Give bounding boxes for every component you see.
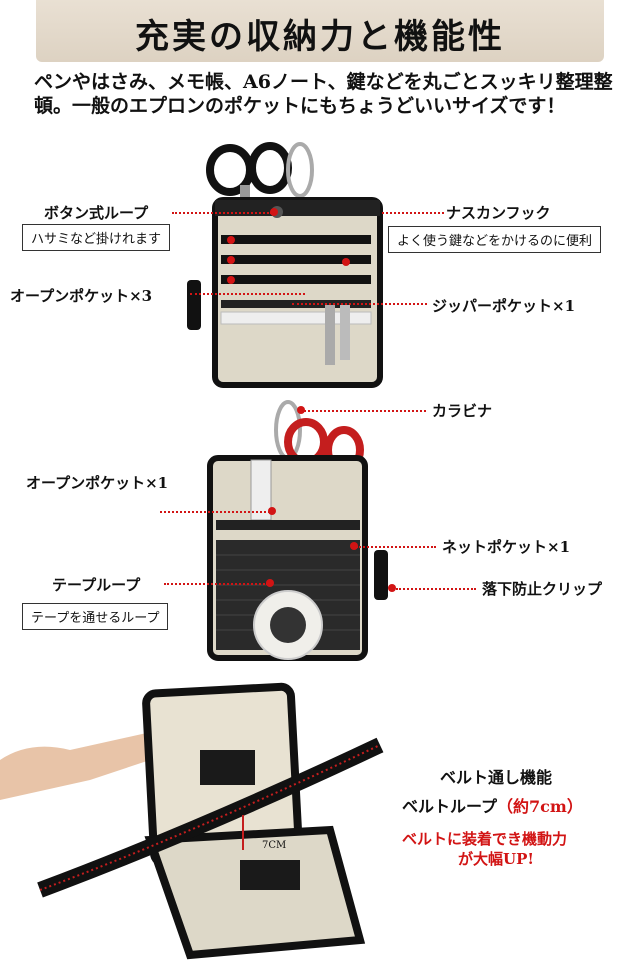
leader-line bbox=[164, 583, 268, 585]
belt-loop-photo bbox=[0, 680, 400, 960]
nascan-hook-desc: よく使う鍵などをかけるのに便利 bbox=[388, 226, 602, 253]
marker-dot bbox=[350, 542, 358, 550]
nascan-hook-label: ナスカンフック bbox=[446, 204, 551, 222]
belt-benefit-line1: ベルトに装着でき機動力 bbox=[402, 830, 568, 848]
drop-clip-label: 落下防止クリップ bbox=[482, 580, 603, 598]
marker-dot bbox=[270, 208, 278, 216]
net-pocket-label: ネットポケット×1 bbox=[442, 538, 571, 556]
leader-line bbox=[172, 212, 272, 214]
button-loop-label: ボタン式ループ bbox=[44, 204, 149, 222]
page-title: 充実の収納力と機能性 bbox=[135, 17, 505, 57]
carabiner-label: カラビナ bbox=[432, 402, 493, 420]
marker-dot bbox=[297, 406, 305, 414]
leader-line bbox=[292, 303, 427, 305]
open-pocket3-label: オープンポケット×3 bbox=[10, 287, 153, 305]
belt-benefit-line2: が大幅UP! bbox=[458, 850, 534, 868]
leader-line bbox=[300, 410, 426, 412]
tape-loop-desc: テープを通せるループ bbox=[22, 603, 169, 630]
marker-dot bbox=[227, 256, 235, 264]
marker-dot bbox=[266, 579, 274, 587]
leader-line bbox=[160, 511, 270, 513]
zipper-pocket-label: ジッパーポケット×1 bbox=[432, 297, 576, 315]
title-banner: 充実の収納力と機能性 bbox=[36, 0, 604, 62]
button-loop-desc: ハサミなど掛けれます bbox=[22, 224, 171, 251]
open-pocket1-label: オープンポケット×1 bbox=[26, 474, 169, 492]
leader-line bbox=[382, 212, 444, 214]
marker-dot bbox=[227, 236, 235, 244]
organizer-back-photo bbox=[196, 400, 396, 665]
intro-text: ペンやはさみ、メモ帳、A6ノート、鍵などを丸ごとスッキリ整理整頓。一般のエプロン… bbox=[34, 71, 613, 117]
marker-dot bbox=[342, 258, 350, 266]
leader-line bbox=[396, 588, 476, 590]
organizer-front-photo bbox=[185, 140, 395, 400]
belt-feature-label: ベルト通し機能 bbox=[440, 768, 553, 787]
tape-loop-label: テープループ bbox=[52, 576, 141, 594]
belt-loop-label: ベルトループ（約7cm） bbox=[402, 793, 583, 817]
belt-loop-prefix: ベルトループ bbox=[402, 797, 498, 816]
leader-line bbox=[356, 546, 436, 548]
leader-line bbox=[190, 293, 305, 295]
belt-loop-size: （約7cm） bbox=[497, 797, 583, 816]
marker-dot bbox=[227, 276, 235, 284]
marker-dot bbox=[388, 584, 396, 592]
marker-dot bbox=[268, 507, 276, 515]
measure-label: 7CM bbox=[262, 840, 287, 851]
